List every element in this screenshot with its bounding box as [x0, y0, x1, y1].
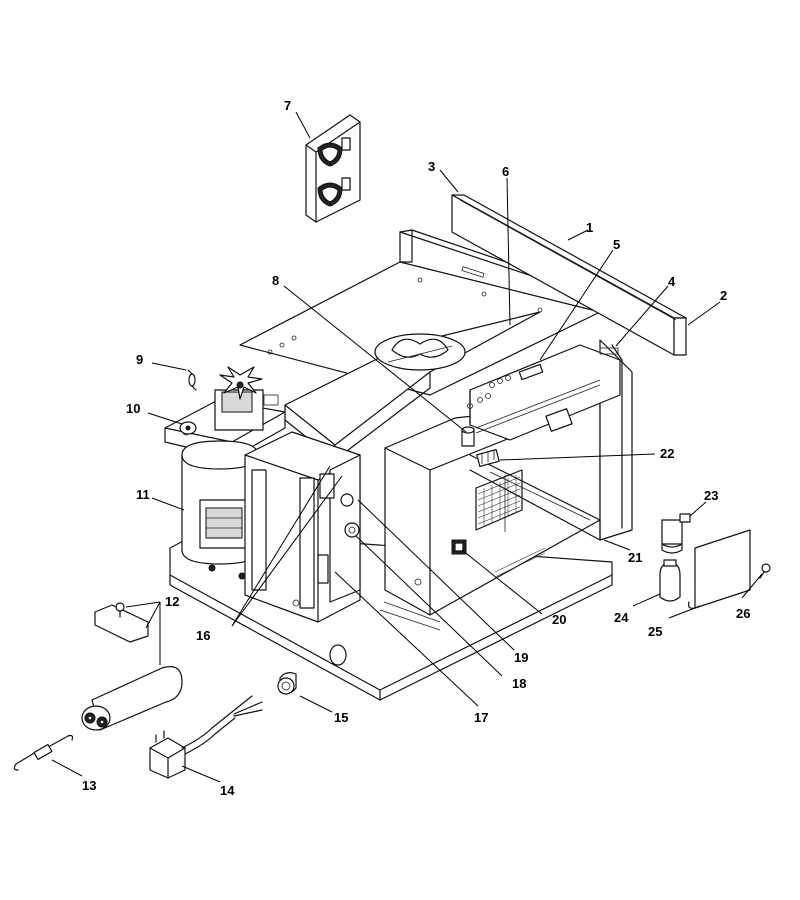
hinge-bracket	[305, 114, 361, 223]
lamp-cover	[688, 529, 751, 609]
callout-16: 16	[196, 628, 210, 643]
screw	[759, 563, 771, 579]
control-board	[467, 344, 621, 441]
callout-labels: 1 2 3 4 5 6 7 8 9 10 11 12 13 14 15 16 1…	[82, 98, 750, 798]
thermostat	[179, 421, 197, 435]
transformer	[181, 440, 259, 580]
terminal-connector	[476, 449, 500, 467]
callout-5: 5	[613, 237, 620, 252]
thermal-fuse	[187, 369, 197, 391]
capacitor-bracket	[94, 602, 149, 643]
callout-3: 3	[428, 159, 435, 174]
callout-23: 23	[704, 488, 718, 503]
callout-22: 22	[660, 446, 674, 461]
callout-26: 26	[736, 606, 750, 621]
callout-4: 4	[668, 274, 676, 289]
callout-19: 19	[514, 650, 528, 665]
ferrite-core	[277, 672, 297, 695]
callout-20: 20	[552, 612, 566, 627]
lamp-bulb	[659, 559, 681, 602]
callout-25: 25	[648, 624, 662, 639]
callout-1: 1	[586, 220, 593, 235]
callout-11: 11	[136, 487, 150, 502]
callout-10: 10	[126, 401, 140, 416]
hv-diode	[13, 734, 74, 771]
power-cord	[149, 695, 263, 779]
leader-lines	[51, 111, 763, 783]
callout-14: 14	[220, 783, 235, 798]
magnetron-bracket	[244, 431, 361, 623]
callout-13: 13	[82, 778, 96, 793]
callout-24: 24	[614, 610, 629, 625]
waveguide-cover	[284, 311, 541, 461]
callout-17: 17	[474, 710, 488, 725]
callout-7: 7	[284, 98, 291, 113]
callout-2: 2	[720, 288, 727, 303]
hv-capacitor	[81, 666, 183, 731]
callout-8: 8	[272, 273, 279, 288]
oven-cavity	[384, 401, 601, 616]
trim-panel	[451, 194, 687, 356]
callout-6: 6	[502, 164, 509, 179]
callout-15: 15	[334, 710, 348, 725]
callout-9: 9	[136, 352, 143, 367]
lamp-socket	[661, 513, 691, 554]
callout-21: 21	[628, 550, 642, 565]
fuse-holder	[461, 426, 475, 447]
callout-18: 18	[512, 676, 526, 691]
callout-12: 12	[165, 594, 179, 609]
